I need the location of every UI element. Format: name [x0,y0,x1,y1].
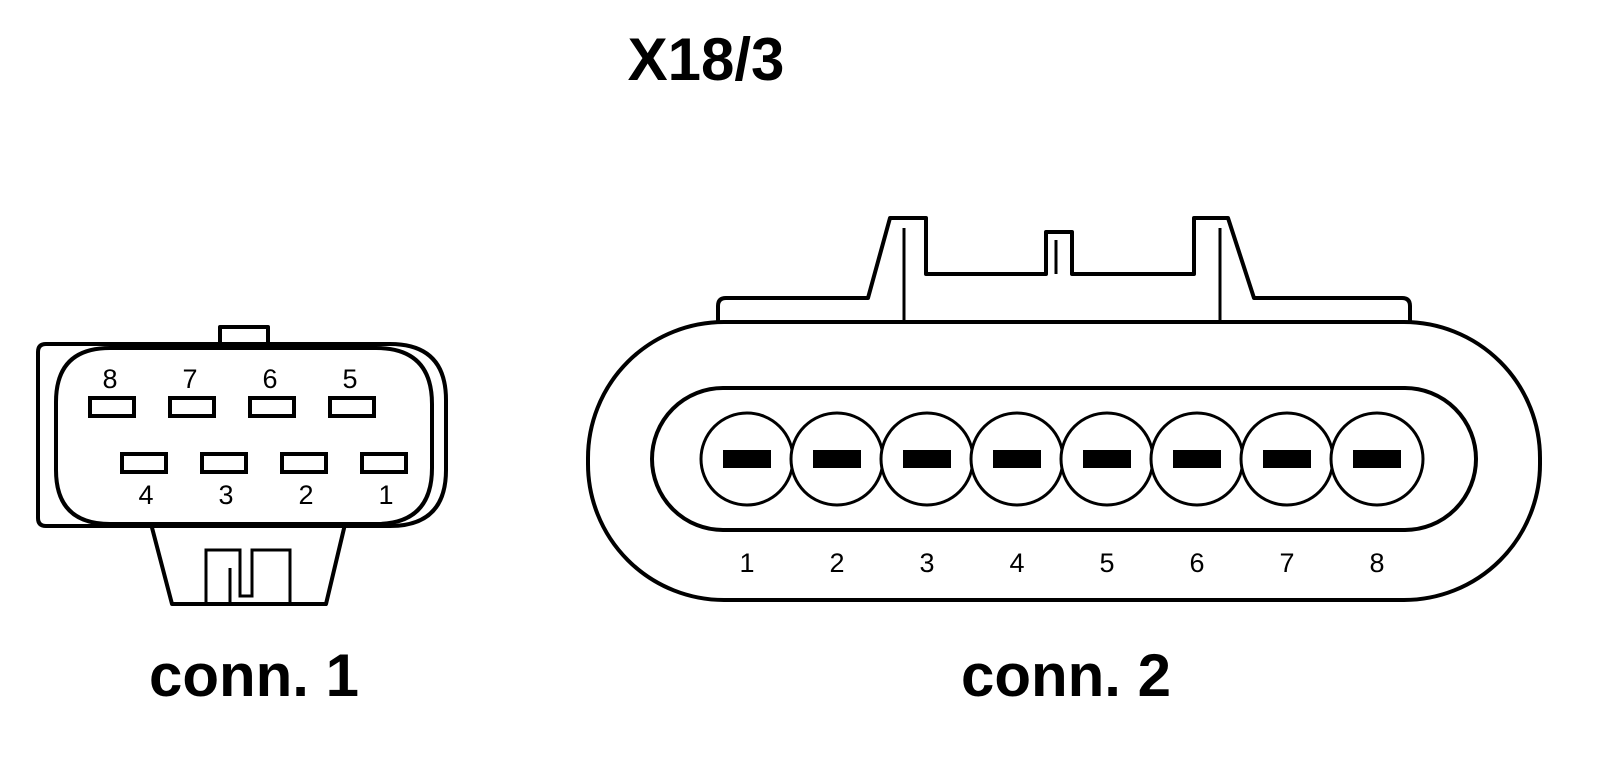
connector-2-pin-8 [1329,411,1425,507]
connector-2-pin-label: 7 [1279,548,1294,578]
connector-1-pin-label: 8 [102,364,117,394]
connector-1-pin-3-slot [200,452,248,474]
connector-2-pin-label: 1 [739,548,754,578]
connector-1-pin-8-slot [88,396,136,418]
connector-1-pin-label: 4 [138,480,153,510]
connector-1-bottom-latch [148,518,348,606]
connector-2-pin-5 [1059,411,1155,507]
connector-1-caption: conn. 1 [149,642,359,709]
connector-1-latch-slot [204,548,292,604]
connector-2-top-latch [716,216,1412,324]
connector-2-pin-label: 2 [829,548,844,578]
connector-2-pin-label: 5 [1099,548,1114,578]
connector-2-pin-6 [1149,411,1245,507]
connector-2-pin-label: 8 [1369,548,1384,578]
connector-1-pin-4-slot [120,452,168,474]
connector-1-pin-5-slot [328,396,376,418]
connector-1-pin-7-slot [168,396,216,418]
connector-1-pin-label: 5 [342,364,357,394]
connector-1-pin-label: 3 [218,480,233,510]
connector-2-caption: conn. 2 [961,642,1171,709]
connector-2: 1 2 3 4 5 6 7 8 [586,216,1542,602]
connector-1-pin-label: 7 [182,364,197,394]
connector-2-pin-label: 4 [1009,548,1024,578]
connector-2-pin-2 [789,411,885,507]
diagram-title: X18/3 [628,26,785,93]
connector-2-pin-label: 6 [1189,548,1204,578]
connector-1-pin-2-slot [280,452,328,474]
connector-1-pin-label: 6 [262,364,277,394]
connector-1-pin-6-slot [248,396,296,418]
connector-1: 8 7 6 5 4 3 2 1 [36,325,448,606]
connector-2-pin-3 [879,411,975,507]
connector-1-pin-label: 1 [378,480,393,510]
connector-1-pin-1-slot [360,452,408,474]
connector-1-pin-label: 2 [298,480,313,510]
connector-2-pin-7 [1239,411,1335,507]
connector-1-face [54,346,434,526]
connector-2-pin-1 [699,411,795,507]
connector-2-pin-4 [969,411,1065,507]
connector-2-pin-label: 3 [919,548,934,578]
